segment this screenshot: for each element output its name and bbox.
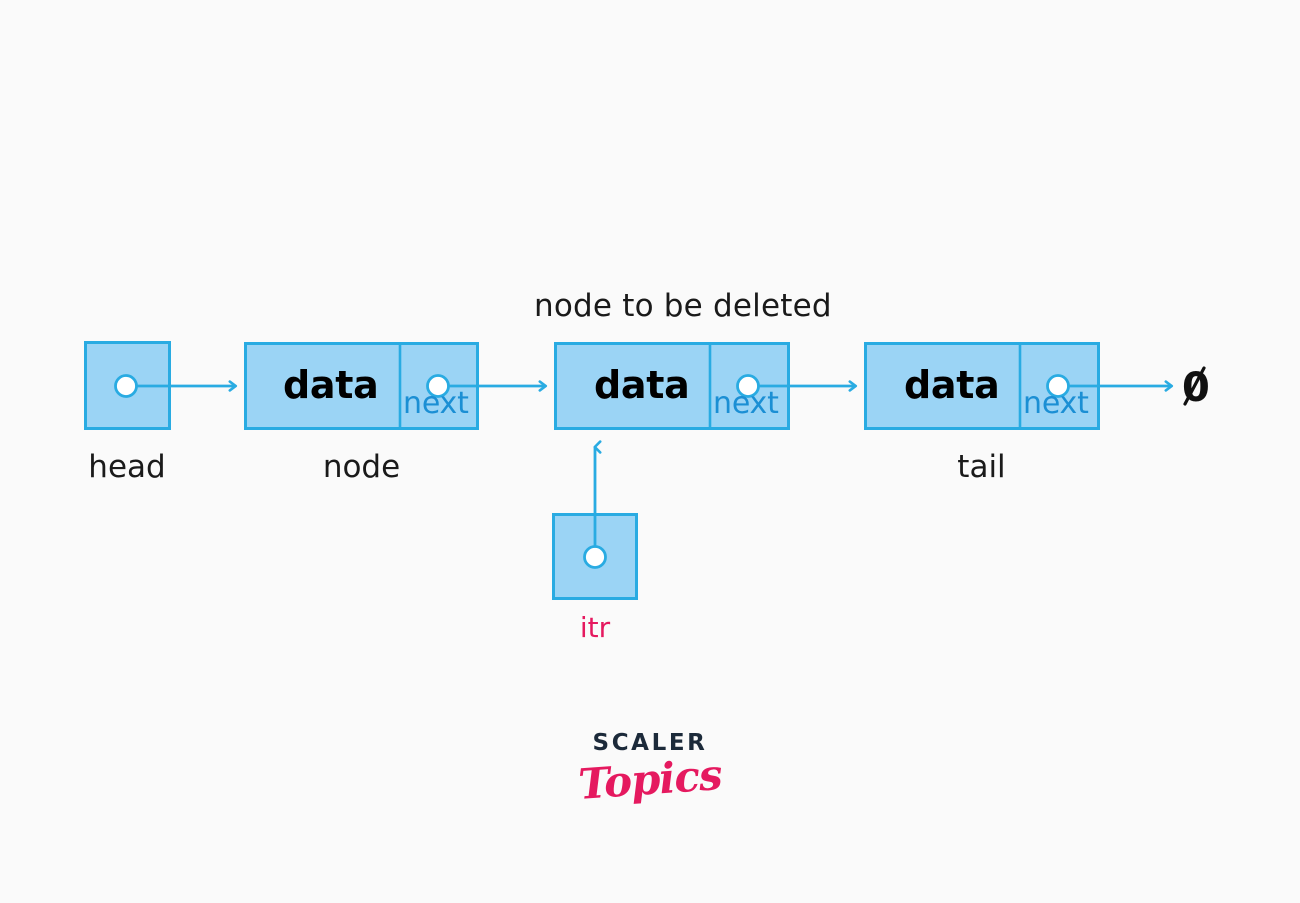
node-2-next-text: next: [713, 386, 779, 421]
node-1-box: [244, 342, 548, 430]
node-label: node: [322, 449, 401, 485]
tail-label: tail: [957, 449, 1006, 485]
node-2-box: [554, 342, 858, 430]
node-3-box: [864, 342, 1174, 430]
null-slash-icon: [1183, 366, 1206, 406]
head-node-box: [84, 341, 238, 430]
head-label: head: [88, 449, 166, 485]
node-1-next-text: next: [403, 386, 469, 421]
node-to-be-deleted-caption: node to be deleted: [534, 288, 832, 324]
node-1-data-text: data: [283, 363, 379, 407]
node-3-next-dot: [1046, 374, 1070, 398]
node-1-next-dot: [426, 374, 450, 398]
node-2-data-text: data: [594, 363, 690, 407]
node-3-next-text: next: [1023, 386, 1089, 421]
null-terminator-symbol: 0: [1182, 365, 1210, 411]
itr-label: itr: [579, 611, 611, 644]
node-2-next-dot: [736, 374, 760, 398]
scaler-topics-logo: SCALER Topics: [0, 730, 1300, 809]
logo-scaler-wordmark: SCALER: [592, 730, 708, 756]
node-3-data-text: data: [904, 363, 1000, 407]
itr-pointer-box: [552, 440, 638, 600]
itr-pointer-dot: [583, 545, 607, 569]
head-pointer-dot: [114, 374, 138, 398]
